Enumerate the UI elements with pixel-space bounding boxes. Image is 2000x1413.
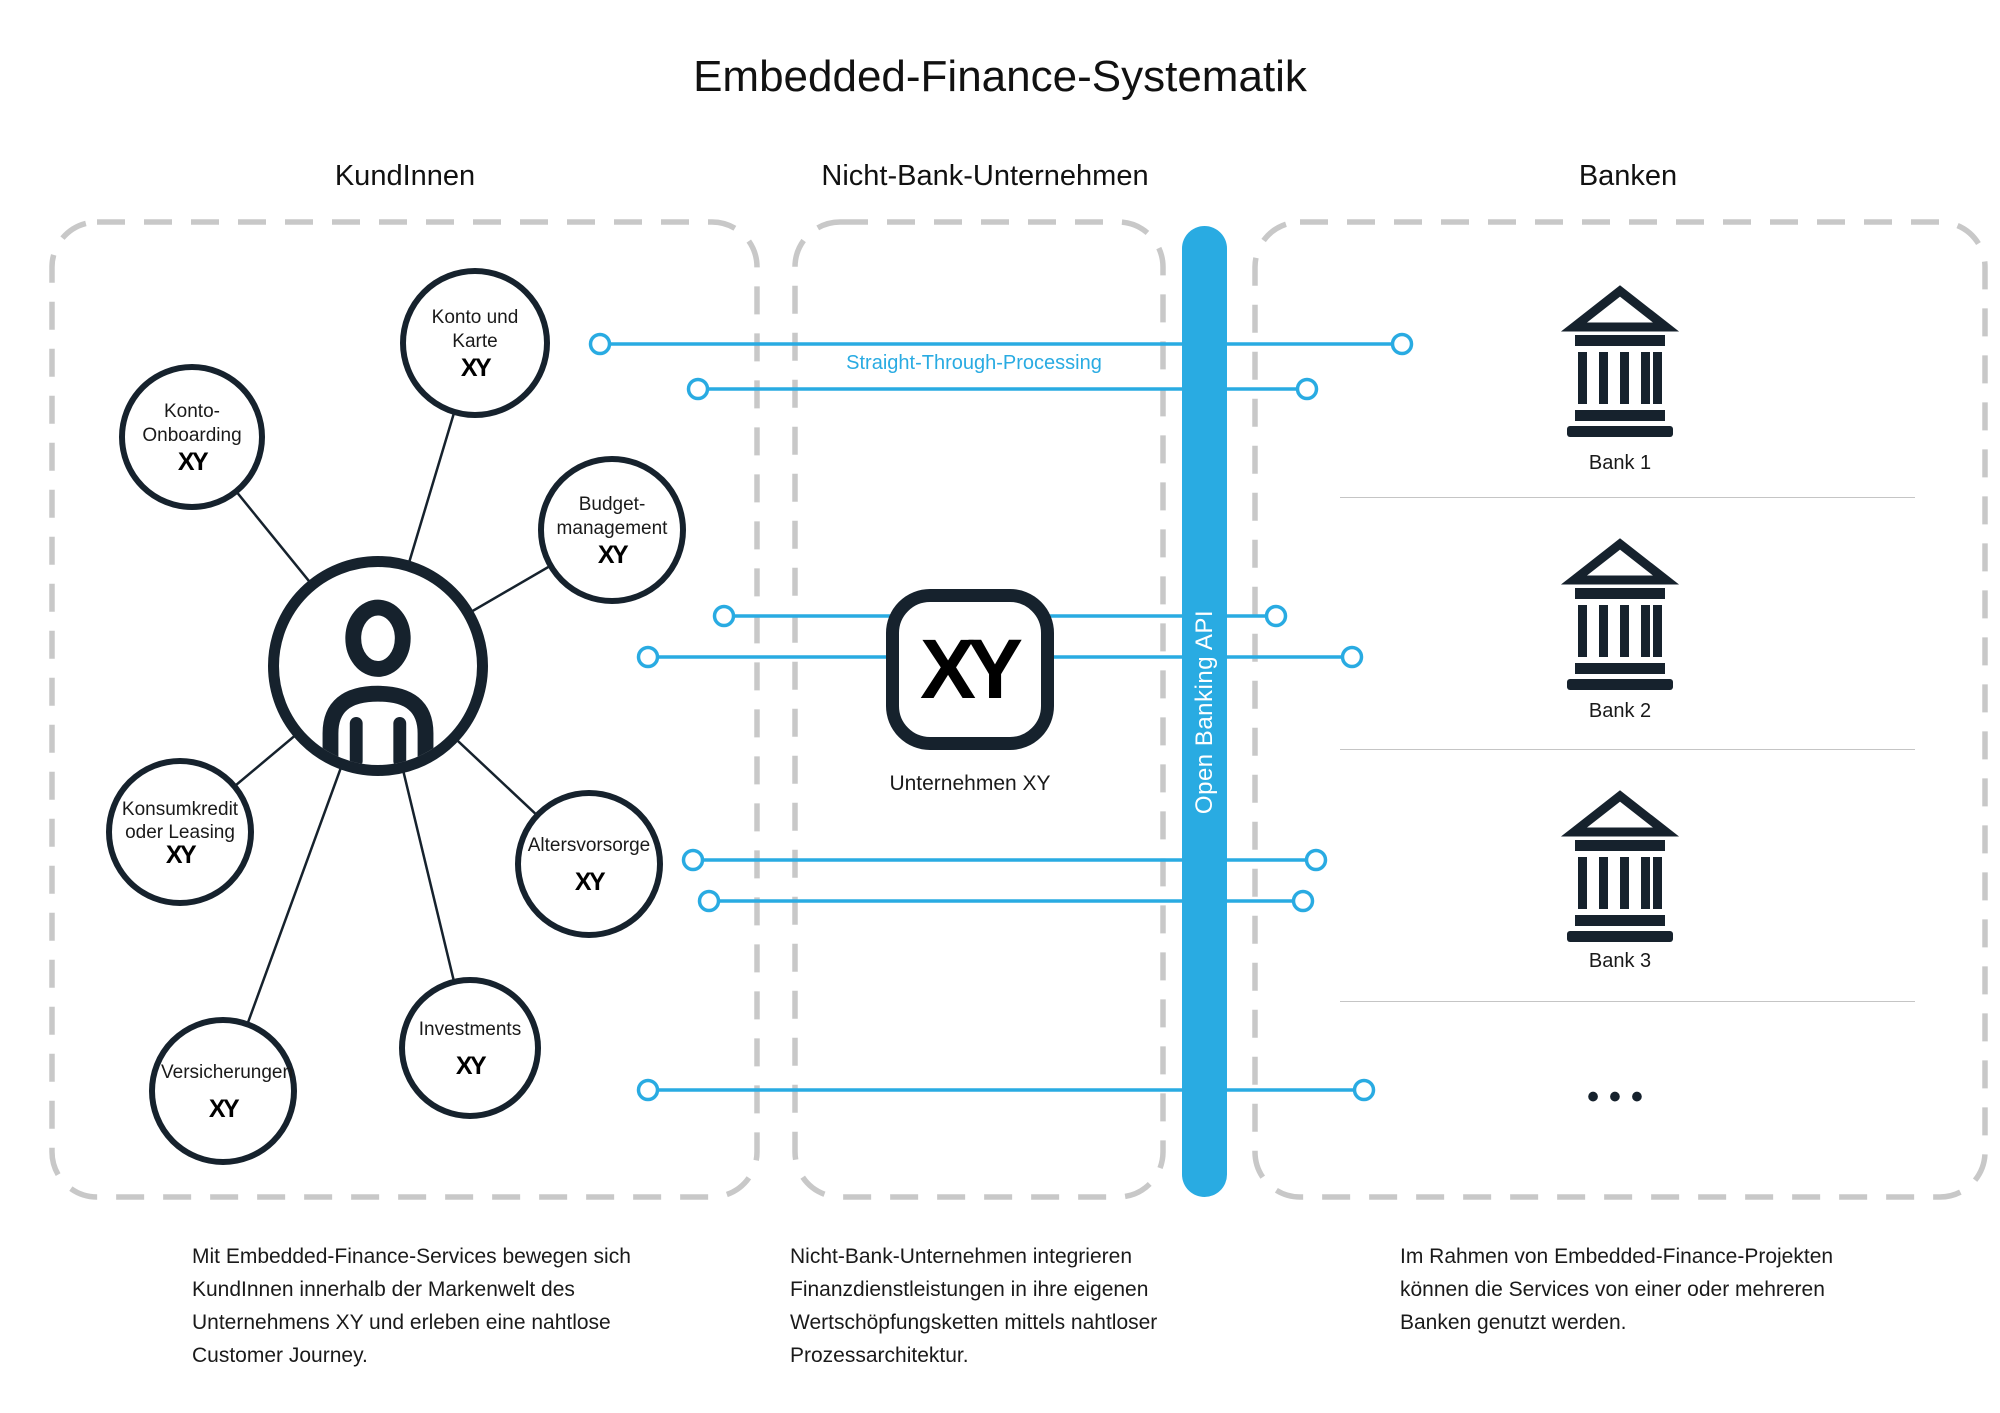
column-header-company: Nicht-Bank-Unternehmen [821,160,1149,192]
service-circle-konto-und-karte: Konto und Karte XY [400,268,550,418]
xy-logo-large: XY [919,622,1023,716]
service-label: Investments [418,1019,522,1040]
bank-icon [1560,790,1680,942]
service-circle-altersvorsorge: Altersvorsorge XY [515,790,663,938]
xy-logo: XY [177,448,209,476]
service-circle-budget-management: Budget-management XY [538,456,686,604]
bank-row-separator [1340,749,1915,750]
service-label: Altersvorsorge [527,835,651,856]
footnote-customers: Mit Embedded-Finance-Services bewegen si… [192,1245,631,1367]
dashed-panel-banks [1252,219,1988,1200]
footnote-banks: Im Rahmen von Embedded-Finance-Projekten… [1400,1245,1834,1334]
customer-person-icon [268,556,488,776]
bank-row-separator [1340,497,1915,498]
dashed-panel-customers [49,219,760,1200]
xy-logo: XY [455,1052,487,1080]
open-banking-api-label: Open Banking API [1190,609,1218,814]
service-label: Budget-management [556,494,668,539]
service-label: Versicherungen [161,1062,294,1083]
service-circle-konto-onboarding: Konto-Onboarding XY [119,364,265,510]
bank-icon [1560,285,1680,437]
xy-logo: XY [460,354,492,382]
column-header-customers: KundInnen [334,160,476,192]
bank-1-label: Bank 1 [1588,452,1652,474]
xy-logo: XY [574,868,606,896]
xy-logo: XY [597,541,629,569]
straight-through-processing-label: Straight-Through-Processing [846,352,1102,374]
company-caption: Unternehmen XY [889,772,1051,795]
service-label: Konto-Onboarding [142,401,242,446]
more-banks-indicator: ••• [1587,1078,1653,1116]
person-glyph [322,599,434,765]
bank-2-label: Bank 2 [1588,700,1652,722]
dashed-panel-company [792,219,1166,1200]
bank-icon [1560,538,1680,690]
company-xy-box: XY [886,589,1054,750]
service-label: Konsumkredit oder Leasing [121,798,239,843]
column-header-banks: Banken [1578,160,1678,192]
xy-logo: XY [165,840,197,869]
page-title: Embedded-Finance-Systematik [693,52,1307,101]
bank-3-label: Bank 3 [1588,950,1652,972]
service-circle-konsumkredit: Konsumkredit oder Leasing XY [106,758,254,906]
xy-logo: XY [208,1095,240,1123]
service-label: Konto und Karte [431,307,519,352]
service-circle-investments: Investments XY [399,977,541,1119]
service-circle-versicherungen: Versicherungen XY [149,1017,297,1165]
footnote-company: Nicht-Bank-Unternehmen integrieren Finan… [790,1245,1158,1367]
process-line-endpoints [588,332,1414,1102]
bank-row-separator [1340,1001,1915,1002]
open-banking-api-bar: Open Banking API [1182,226,1227,1197]
